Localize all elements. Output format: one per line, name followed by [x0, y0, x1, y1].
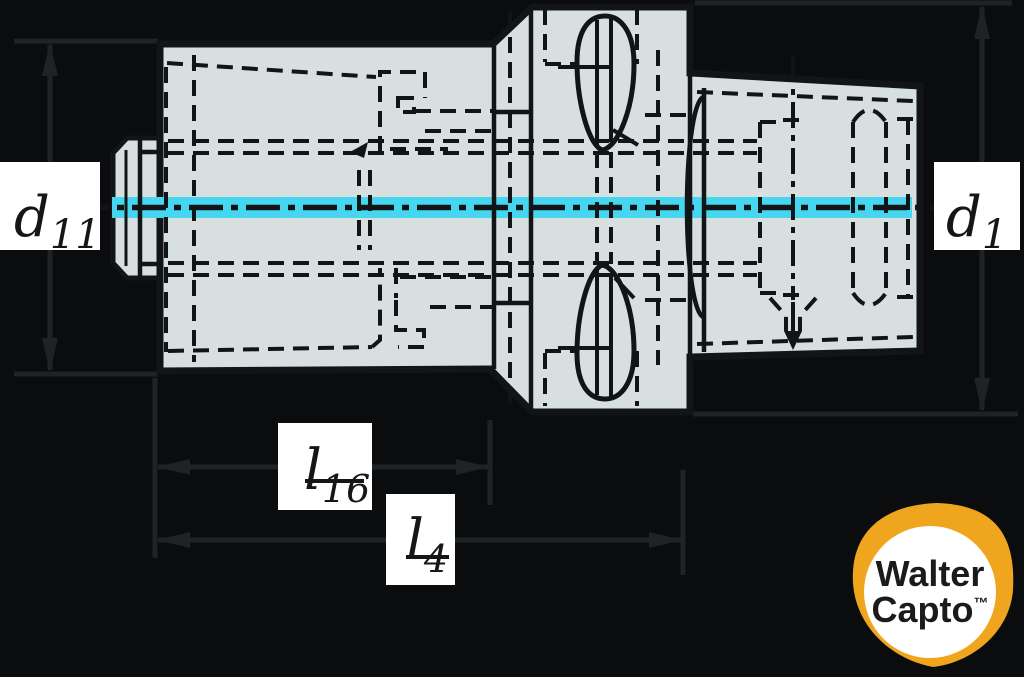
- logo-text-line1: Walter: [876, 553, 985, 594]
- drive-slot-bottom: [574, 262, 637, 402]
- label-box-d1: [934, 162, 1020, 250]
- thread-detail-box: [396, 96, 416, 114]
- capto-cone-hidden-top: [696, 90, 914, 103]
- capto-cone-hidden-bottom: [696, 335, 914, 346]
- coolant-funnel-left: [768, 296, 788, 331]
- thread-pocket-top: [378, 70, 427, 152]
- logo-text-line2: Capto™: [872, 589, 989, 630]
- arrow-d1-up: [974, 5, 990, 39]
- dimension-labels: d11 d1 l16 l4: [0, 162, 1020, 585]
- arrow-l4-left: [157, 532, 190, 548]
- arrow-l4-right: [649, 532, 682, 548]
- logo-circle: [864, 526, 996, 658]
- arrow-l16-right: [456, 459, 489, 475]
- centerline-highlight: [112, 197, 912, 218]
- walter-capto-logo: Walter Capto™: [852, 503, 1014, 667]
- arrow-d11-up: [42, 42, 58, 76]
- arrow-d11-down: [42, 338, 58, 372]
- label-box-l16: [278, 423, 372, 510]
- thread-pocket-bottom: [370, 268, 382, 349]
- thread-runout-arrow-icon: [350, 142, 368, 158]
- label-l16: l16: [304, 438, 370, 511]
- bore-taper-bottom: [167, 345, 373, 353]
- coolant-arrow-head-icon: [784, 331, 802, 350]
- label-d1: d1: [946, 185, 1007, 258]
- label-box-d11: [0, 162, 100, 250]
- label-box-l4: [386, 494, 455, 585]
- coolant-funnel-right: [798, 296, 818, 331]
- thread-step-bottom: [394, 300, 426, 349]
- label-d11: d11: [14, 185, 101, 258]
- arrow-d1-down: [974, 378, 990, 412]
- slot-diagonal-bottom: [613, 276, 636, 300]
- arrow-l16-left: [157, 459, 190, 475]
- bore-taper-top: [166, 61, 377, 79]
- drive-slot-top: [574, 13, 637, 153]
- thread-cavity-arc-top: [851, 108, 888, 124]
- thread-cavity-arc-bottom: [851, 291, 888, 307]
